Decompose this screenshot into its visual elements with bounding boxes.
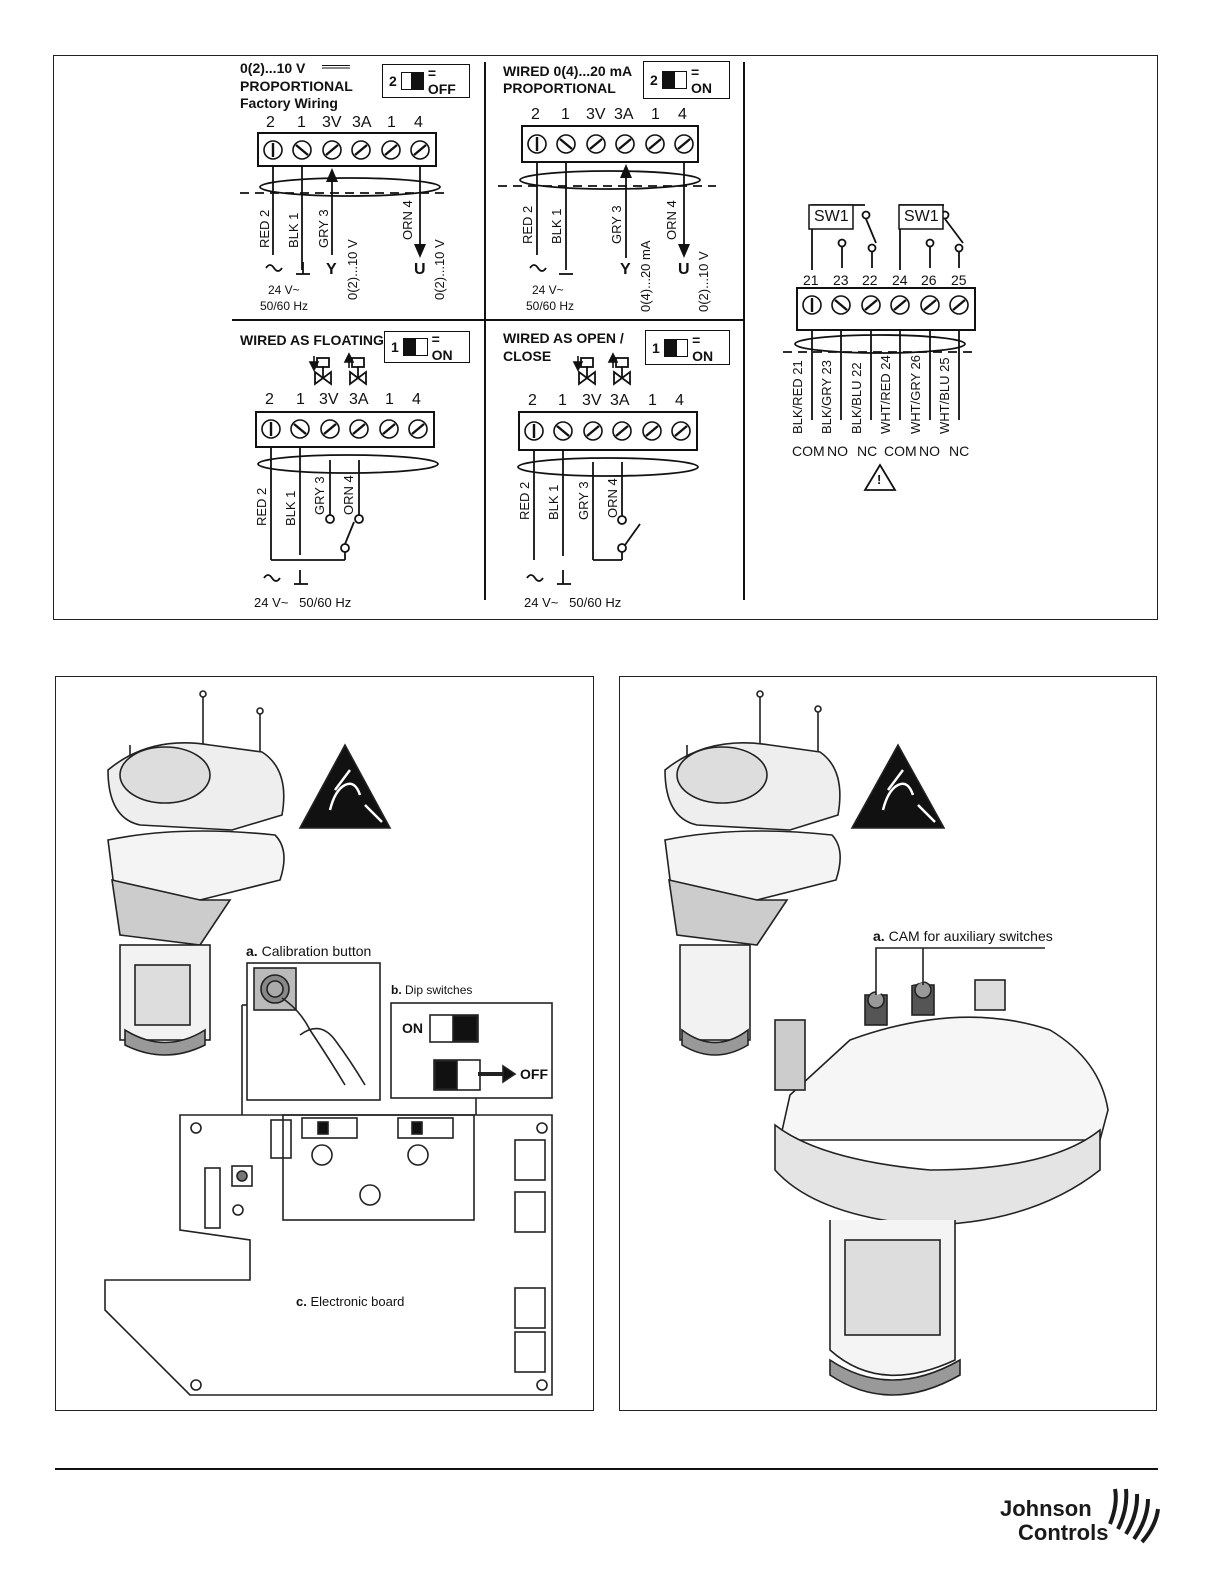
panel3-title: WIRED AS FLOATING [240, 332, 384, 348]
dip-switches-label: b. Dip switches [391, 983, 473, 997]
logo-mark-icon [1108, 1488, 1160, 1544]
johnson-controls-logo: Johnson Controls [1000, 1484, 1170, 1554]
switch-number: 2 [650, 72, 658, 88]
panel2-title-line2: PROPORTIONAL [503, 80, 616, 96]
panel1-dip-badge: 2 = OFF [382, 64, 470, 98]
logo-line1: Johnson [1000, 1496, 1092, 1521]
switch-state: = OFF [427, 65, 456, 97]
signal-u: U [678, 261, 690, 278]
panel1-title-line2: PROPORTIONAL [240, 78, 353, 94]
supply-label: 24 V~ 50/60 Hz [524, 595, 622, 610]
sw1-label-right: SW1 [904, 208, 939, 225]
supply-voltage: 24 V~ [532, 283, 564, 297]
panel2-title-line1: WIRED 0(4)...20 mA [503, 63, 633, 79]
signal-y: Y [620, 261, 631, 278]
cam-label: a. CAM for auxiliary switches [873, 928, 1053, 944]
dip-switch-icon [663, 338, 689, 357]
panel4-dip-badge: 1 = ON [645, 330, 730, 365]
warning-icon: ! [877, 472, 882, 487]
supply-label: 24 V~ 50/60 Hz [254, 595, 352, 610]
switch-number: 1 [652, 339, 660, 356]
dip-on-label: ON [402, 1020, 423, 1036]
signal-y: Y [326, 261, 337, 278]
panel1-title-line1: 0(2)...10 V [240, 60, 306, 76]
signal-u: U [414, 261, 426, 278]
logo-line2: Controls [1018, 1520, 1109, 1545]
panel1-title-line3: Factory Wiring [240, 95, 338, 111]
switch-state: = ON [692, 331, 714, 364]
calibration-label: a. Calibration button [246, 943, 372, 959]
supply-voltage: 24 V~ [268, 283, 300, 297]
panel4-title-line1: WIRED AS OPEN / [503, 330, 624, 346]
footer-rule [55, 1468, 1158, 1470]
switch-number: 1 [391, 339, 399, 355]
supply-frequency: 50/60 Hz [526, 299, 575, 313]
dip-switch-icon [661, 71, 688, 89]
panel3-dip-badge: 1 = ON [384, 331, 470, 363]
switch-number: 2 [389, 73, 397, 89]
dip-switch-icon [400, 72, 424, 90]
supply-frequency: 50/60 Hz [260, 299, 309, 313]
dip-switch-icon [402, 338, 428, 356]
switch-state: = ON [691, 64, 713, 96]
sw1-label-left: SW1 [814, 208, 849, 225]
panel4-title-line2: CLOSE [503, 348, 552, 364]
switch-state: = ON [431, 331, 453, 363]
panel2-dip-badge: 2 = ON [643, 61, 730, 99]
dc-symbol: ═══ [322, 58, 350, 74]
dip-off-label: OFF [520, 1066, 548, 1082]
electronic-board-label: c. Electronic board [296, 1294, 405, 1309]
